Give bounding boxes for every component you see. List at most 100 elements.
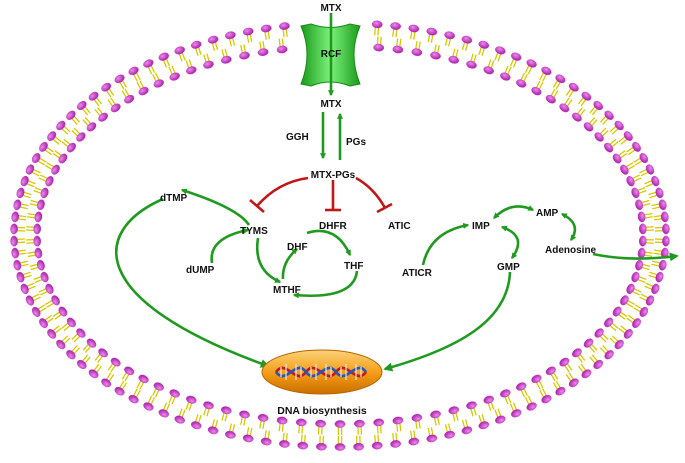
lipid-head: [56, 339, 66, 350]
lipid-head: [225, 31, 236, 40]
lipid-head: [260, 437, 272, 446]
lipid-head: [114, 74, 125, 84]
lipid-head: [614, 120, 624, 131]
lipid-head: [604, 142, 614, 153]
lipid-head: [101, 82, 112, 92]
thf-to-mthf-arrow: [292, 270, 359, 299]
lipid-head: [45, 176, 54, 187]
lipid-head: [500, 72, 511, 81]
lipid-head: [25, 295, 35, 306]
label-aticr: ATICR: [402, 268, 433, 279]
lipid-head: [39, 141, 48, 152]
label-dhf: DHF: [287, 242, 308, 253]
lipid-head: [392, 45, 404, 54]
lipid-head: [86, 338, 97, 348]
lipid-head: [51, 295, 60, 306]
lipid-head: [411, 413, 423, 422]
lipid-head: [408, 437, 420, 446]
lipid-head: [220, 406, 232, 415]
label-mtx-pgs: MTX-PGs: [311, 170, 356, 181]
lipid-head: [411, 48, 423, 57]
lipid-head: [76, 100, 87, 111]
tyms-to-dtmp-arrow: [180, 188, 251, 226]
lipid-head: [559, 103, 570, 113]
amp-adenosine-arrow: [560, 212, 577, 241]
lipid-head: [297, 441, 309, 450]
lipid-head: [637, 247, 646, 259]
lipid-head: [257, 48, 269, 57]
lipid-head: [568, 82, 579, 92]
label-thf: THF: [344, 261, 363, 272]
lipid-head: [153, 382, 164, 391]
lipid-head: [483, 66, 494, 75]
lipid-head: [593, 359, 604, 370]
lipid-head: [612, 153, 622, 164]
lipid-head: [88, 91, 99, 101]
lipid-head: [138, 374, 149, 384]
imp-gmp-arrow: [500, 225, 520, 259]
lipid-head: [279, 22, 290, 30]
lipid-head: [353, 442, 364, 451]
lipid-head: [31, 153, 41, 164]
tyms-to-mthf-arrow: [255, 237, 282, 284]
lipid-head: [638, 235, 647, 247]
lipid-head: [11, 211, 20, 223]
lipid-head: [430, 410, 441, 419]
lipid-head: [239, 51, 250, 60]
lipid-head: [242, 434, 254, 443]
lipid-head: [315, 419, 326, 428]
lipid-head: [128, 394, 139, 404]
lipid-head: [511, 52, 522, 61]
lipid-head: [158, 52, 169, 61]
lipid-head: [448, 55, 460, 64]
gmp-to-dna-arrow: [383, 271, 512, 372]
lipid-head: [13, 199, 22, 211]
lipid-head: [631, 187, 640, 199]
lipid-head: [626, 283, 635, 294]
lipid-head: [639, 306, 649, 317]
lipid-head: [430, 51, 441, 60]
lipid-head: [545, 366, 556, 376]
lipid-head: [276, 45, 288, 54]
label-ggh: GGH: [286, 132, 309, 143]
lipid-head: [101, 378, 112, 388]
lipid-head: [639, 153, 649, 164]
lipid-head: [531, 374, 542, 384]
lipid-head: [225, 430, 236, 439]
lipid-head: [354, 419, 365, 428]
label-amp: AMP: [536, 208, 559, 219]
label-dump: dUMP: [186, 265, 215, 276]
lipid-head: [531, 86, 542, 96]
lipid-head: [583, 122, 594, 132]
lipid-head: [620, 164, 629, 175]
inhibit-atic: [355, 176, 387, 209]
lipid-head: [604, 110, 614, 120]
lipid-head: [614, 339, 624, 350]
lipid-head: [632, 318, 641, 329]
lipid-head: [98, 112, 108, 122]
lipid-head: [138, 86, 149, 96]
lipid-head: [203, 60, 214, 69]
lipid-head: [426, 27, 438, 36]
lipid-head: [25, 164, 35, 175]
lipid-head: [40, 187, 49, 199]
labels: MTX RCF MTX GGH PGs MTX-PGs dTMP TYMS dU…: [160, 3, 597, 417]
lipid-head: [478, 40, 490, 49]
lipid-head: [86, 122, 97, 132]
lipid-head: [203, 401, 214, 410]
lipid-head: [169, 389, 180, 398]
lipid-head: [334, 443, 346, 451]
lipid-head: [169, 72, 180, 81]
lipid-head: [110, 103, 121, 113]
lipid-head: [638, 223, 647, 235]
lipid-head: [124, 366, 135, 376]
lipid-head: [276, 416, 288, 425]
inhibition-lines: [249, 176, 393, 214]
lipid-head: [545, 94, 556, 104]
lipid-head: [13, 259, 22, 271]
lipid-head: [371, 20, 383, 29]
label-dna-biosynthesis: DNA biosynthesis: [277, 405, 367, 417]
lipid-head: [239, 410, 250, 419]
lipid-head: [114, 386, 125, 396]
